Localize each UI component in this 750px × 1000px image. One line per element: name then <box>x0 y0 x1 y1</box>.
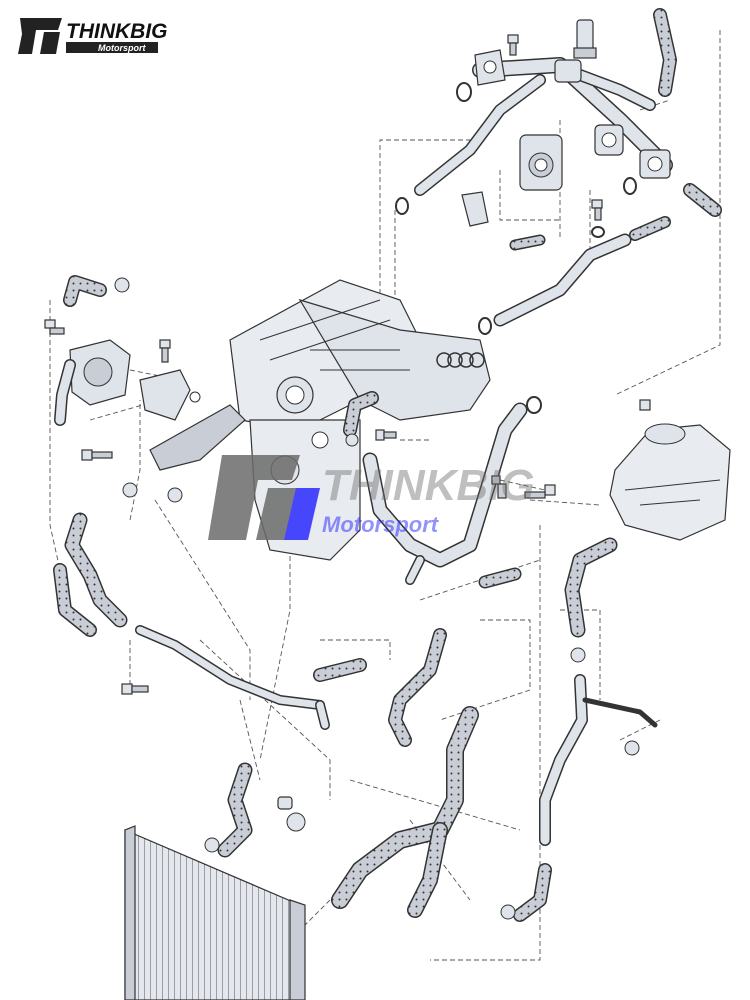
bolt-icon <box>507 34 519 56</box>
coolant-pipe-engine-right <box>362 402 528 585</box>
brand-subtitle: Motorsport <box>98 43 146 53</box>
radiator <box>124 825 306 1000</box>
coolant-hose-engine-top <box>343 391 379 447</box>
coolant-pipe-lower-left <box>135 625 330 730</box>
coolant-pipe-assembly-top <box>414 49 673 196</box>
coolant-hose-tank <box>564 537 618 663</box>
coolant-hose-top-right <box>629 8 722 241</box>
watermark-subtitle: Motorsport <box>322 512 440 537</box>
coolant-hose-radiator-upper <box>204 762 253 858</box>
pump-bracket <box>139 369 246 471</box>
coolant-hose-pump-top <box>63 275 130 307</box>
thermostat-housing <box>519 134 563 191</box>
coolant-hose-mid <box>313 567 522 747</box>
expansion-tank <box>609 423 731 541</box>
watermark-name: THINKBIG <box>322 461 535 510</box>
auxiliary-water-pump <box>54 339 131 426</box>
watermark: THINKBIG Motorsport <box>208 455 535 540</box>
bleed-screw-icon <box>277 796 306 832</box>
coolant-hose-lower-main <box>331 706 479 918</box>
coolant-pipe-right-vertical <box>539 674 658 846</box>
brand-logo: THINKBIG Motorsport <box>18 18 168 54</box>
coolant-hose-right-lower <box>500 863 552 922</box>
o-ring-icon <box>395 82 637 414</box>
coolant-hose-left <box>53 482 183 637</box>
coolant-pipe-mid-right <box>461 191 632 327</box>
bolt-icon <box>44 199 651 695</box>
brand-name: THINKBIG <box>66 20 168 43</box>
brand-mark-icon <box>18 18 62 54</box>
temperature-sender-icon <box>573 19 597 59</box>
